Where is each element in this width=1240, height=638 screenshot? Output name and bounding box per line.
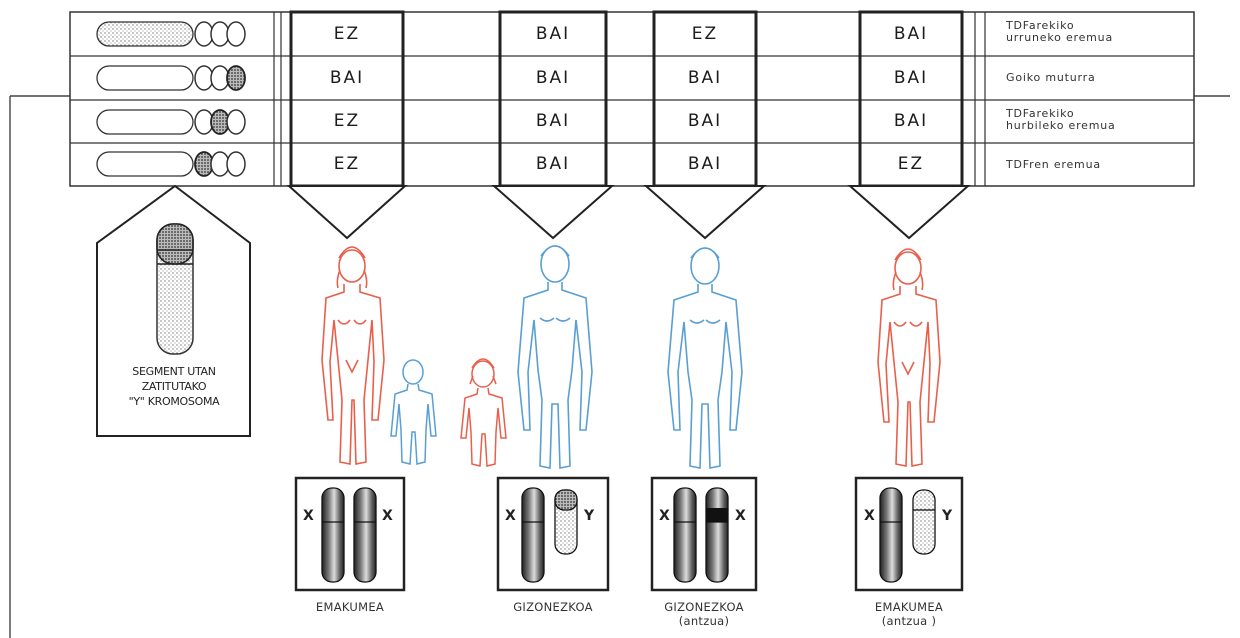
seg-label-line3: "Y" KROMOSOMA [98, 394, 250, 409]
cell-c3-r1: EZ [657, 24, 753, 44]
cell-c2-r2: BAI [505, 68, 601, 88]
chrom-letter-c4-right: Y [942, 508, 952, 524]
chrom-letter-c4-left: X [864, 508, 875, 524]
cell-c4-r2: BAI [863, 68, 959, 88]
segmented-chromosome-icon [157, 224, 193, 354]
karyotype-box-3 [652, 478, 756, 590]
chrom-letter-c3-right: X [735, 508, 746, 524]
cell-c1-r1: EZ [299, 24, 395, 44]
chrom-letter-c1-right: X [382, 508, 393, 524]
caption-1-line1: EMAKUMEA [280, 600, 420, 614]
row-chromosome-2 [97, 66, 245, 90]
caption-1: EMAKUMEA [280, 600, 420, 614]
male-figure-2 [668, 248, 742, 468]
row-chromosome-4 [97, 152, 245, 176]
caption-3-line1: GIZONEZKOA [634, 600, 774, 614]
region-4-line1: TDFren eremua [1006, 159, 1186, 171]
arrow-2 [494, 186, 612, 238]
cell-c3-r2: BAI [657, 68, 753, 88]
female-child-figure [461, 359, 506, 466]
seg-label-line2: ZATITUTAKO [98, 379, 250, 394]
chrom-letter-c3-left: X [659, 508, 670, 524]
region-label-1: TDFarekiko urruneko eremua [1006, 20, 1186, 44]
region-3-line2: hurbileko eremua [1006, 120, 1186, 132]
cell-c4-r4: EZ [863, 154, 959, 174]
region-1-line2: urruneko eremua [1006, 32, 1186, 44]
row-chromosome-3 [97, 110, 245, 134]
arrow-4 [850, 186, 968, 238]
caption-3: GIZONEZKOA (antzua) [634, 600, 774, 628]
karyotype-box-4 [856, 478, 962, 590]
cell-c3-r3: BAI [657, 111, 753, 131]
region-label-4: TDFren eremua [1006, 159, 1186, 171]
caption-2: GIZONEZKOA [483, 600, 623, 614]
female-figure-1 [322, 247, 384, 464]
caption-4: EMAKUMEA (antzua ) [839, 600, 979, 628]
cell-c1-r2: BAI [299, 68, 395, 88]
region-label-3: TDFarekiko hurbileko eremua [1006, 108, 1186, 132]
cell-c4-r1: BAI [863, 24, 959, 44]
male-child-figure [391, 360, 436, 464]
caption-4-line2: (antzua ) [839, 614, 979, 628]
caption-4-line1: EMAKUMEA [839, 600, 979, 614]
arrow-1 [289, 186, 405, 238]
karyotype-box-2 [498, 478, 608, 590]
cell-c3-r4: BAI [657, 154, 753, 174]
cell-c1-r3: EZ [299, 111, 395, 131]
caption-2-line1: GIZONEZKOA [483, 600, 623, 614]
seg-label-line1: SEGMENT UTAN [98, 364, 250, 379]
cell-c2-r3: BAI [505, 111, 601, 131]
segmented-chromosome-label: SEGMENT UTAN ZATITUTAKO "Y" KROMOSOMA [98, 364, 250, 409]
region-label-2: Goiko muturra [1006, 72, 1186, 84]
cell-c1-r4: EZ [299, 154, 395, 174]
arrow-3 [646, 186, 764, 238]
cell-c2-r4: BAI [505, 154, 601, 174]
caption-3-line2: (antzua) [634, 614, 774, 628]
chrom-letter-c2-left: X [505, 508, 516, 524]
male-figure-1 [518, 246, 592, 468]
chrom-letter-c1-left: X [303, 508, 314, 524]
female-figure-2 [878, 249, 940, 466]
cell-c4-r3: BAI [863, 111, 959, 131]
cell-c2-r1: BAI [505, 24, 601, 44]
chrom-letter-c2-right: Y [584, 508, 594, 524]
karyotype-box-1 [296, 478, 404, 590]
region-2-line1: Goiko muturra [1006, 72, 1186, 84]
row-chromosome-1 [97, 22, 245, 46]
